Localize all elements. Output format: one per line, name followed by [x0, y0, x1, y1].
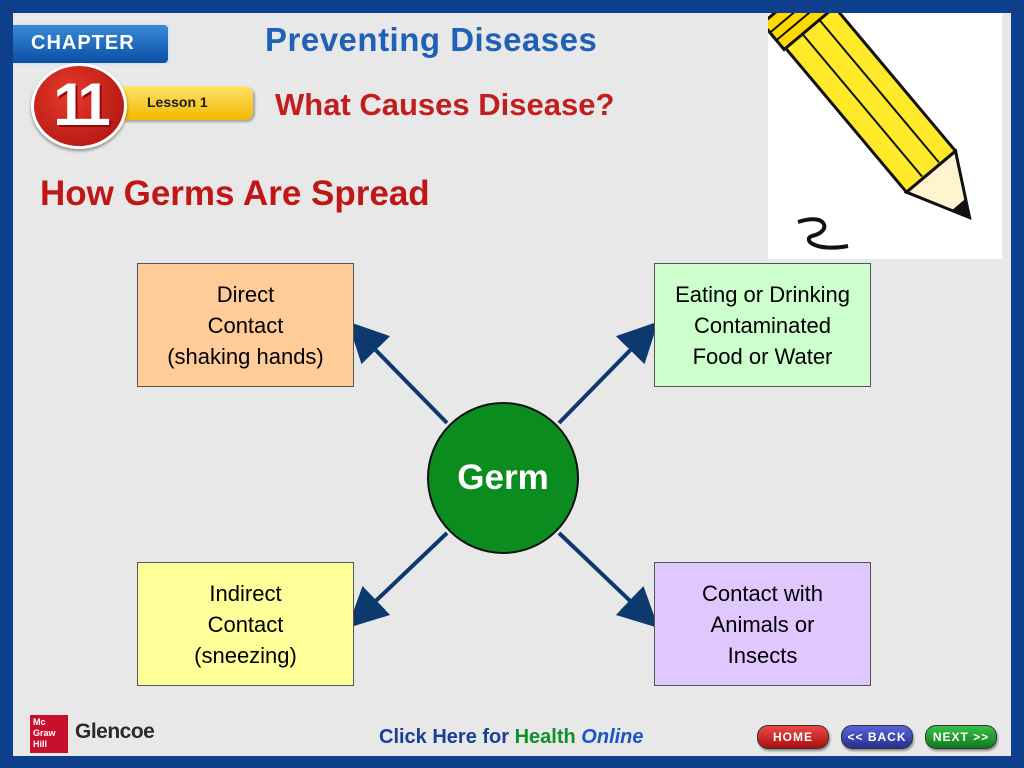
main-title: Preventing Diseases: [265, 21, 598, 58]
link-health: Health: [514, 726, 576, 748]
next-button[interactable]: NEXT >>: [925, 725, 997, 749]
pencil-clipart: [760, 13, 1002, 259]
slide: CHAPTER Lesson 1 11 Preventing Diseases …: [13, 13, 1011, 756]
germ-label: Germ: [457, 458, 549, 497]
arrow-to-indirect: [347, 531, 449, 629]
link-prefix: Click Here for: [379, 726, 515, 748]
publisher-logo: Mc Graw Hill: [30, 715, 68, 753]
lesson-tab: Lesson 1: [123, 86, 253, 120]
chapter-number-badge: 11: [31, 63, 127, 149]
direct-contact-text: Direct Contact (shaking hands): [167, 281, 324, 369]
contaminated-food-box: Eating or Drinking Contaminated Food or …: [654, 263, 871, 387]
animals-insects-box: Contact with Animals or Insects: [654, 562, 871, 686]
germ-circle: Germ: [427, 402, 579, 554]
indirect-contact-text: Indirect Contact (sneezing): [194, 580, 297, 668]
chapter-number: 11: [53, 71, 110, 138]
link-online: Online: [581, 726, 644, 748]
health-online-link[interactable]: Click Here for Health Online: [379, 726, 644, 749]
arrow-to-animals: [557, 531, 659, 629]
home-button[interactable]: HOME: [757, 725, 829, 749]
indirect-contact-box: Indirect Contact (sneezing): [137, 562, 354, 686]
section-title: How Germs Are Spread: [40, 174, 430, 213]
lesson-title: What Causes Disease?: [275, 87, 615, 122]
publisher-name: Glencoe: [75, 720, 155, 743]
back-button[interactable]: << BACK: [841, 725, 913, 749]
chapter-label: CHAPTER: [31, 32, 135, 54]
animals-insects-text: Contact with Animals or Insects: [701, 580, 824, 668]
arrow-to-eating: [557, 321, 659, 425]
chapter-tab: CHAPTER: [13, 23, 170, 65]
arrow-to-direct: [347, 321, 449, 425]
lesson-label: Lesson 1: [147, 94, 208, 110]
contaminated-food-text: Eating or Drinking Contaminated Food or …: [675, 281, 850, 369]
direct-contact-box: Direct Contact (shaking hands): [137, 263, 354, 387]
